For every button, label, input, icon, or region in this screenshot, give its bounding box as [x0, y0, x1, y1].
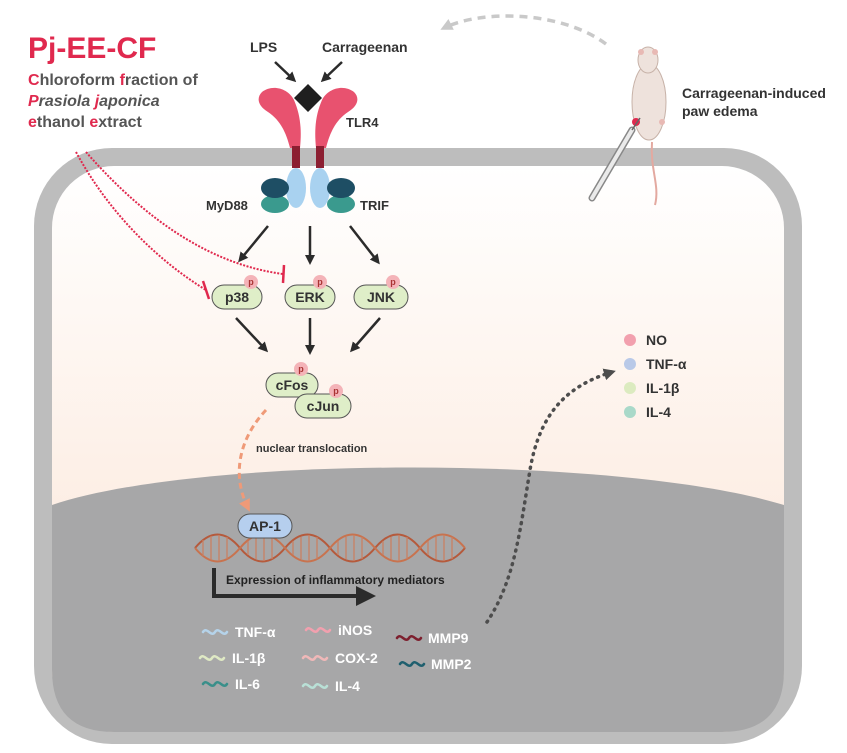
mediator-cox2: COX-2: [301, 650, 378, 666]
svg-text:cJun: cJun: [307, 398, 340, 414]
model-arrow: [440, 14, 608, 46]
translocation-arrow: [237, 408, 268, 512]
extract-line-1: Chloroform fraction of: [28, 72, 198, 89]
legend-tnf: TNF-α: [624, 356, 687, 372]
mediator-tnf: TNF-α: [201, 624, 276, 640]
legend-il4: IL-4: [624, 404, 671, 420]
extract-title: Pj-EE-CF: [28, 32, 156, 65]
svg-text:IL-4: IL-4: [646, 404, 671, 420]
ligand-diamond: [294, 84, 322, 112]
mediator-il6: IL-6: [201, 676, 260, 692]
expression-arrow-head: [356, 586, 376, 606]
myd88-label: MyD88: [206, 198, 248, 213]
extract-line-3: ethanol extract: [28, 114, 143, 131]
svg-text:p: p: [317, 277, 323, 287]
legend-il1b: IL-1β: [624, 380, 680, 396]
svg-text:MMP2: MMP2: [431, 656, 472, 672]
mouse-body: [631, 63, 667, 141]
erk-node: ERK p: [284, 275, 336, 310]
expression-label: Expression of inflammatory mediators: [226, 573, 445, 587]
secretion-arrow: [485, 368, 616, 624]
ap1-node: AP-1: [237, 513, 293, 539]
lps-arrow: [274, 61, 297, 83]
mediator-legend: NO TNF-α IL-1β IL-4: [624, 332, 687, 420]
mapk-arrows: [235, 317, 381, 355]
tlr4-label: TLR4: [346, 115, 379, 130]
tlr4-receptor: [258, 87, 358, 208]
svg-text:iNOS: iNOS: [338, 622, 372, 638]
cell: [34, 148, 802, 744]
svg-text:TNF-α: TNF-α: [235, 624, 276, 640]
mouse-tail: [650, 141, 658, 206]
trif-adaptor: [327, 178, 355, 213]
legend-no: NO: [624, 332, 667, 348]
myd88-adaptor: [261, 178, 289, 213]
inhibit-erk-bar: [281, 264, 286, 284]
mediators: TNF-α IL-1β IL-6 iNOS COX-2 IL-4 MMP9 M: [198, 622, 472, 694]
mediator-mmp2: MMP2: [398, 656, 472, 672]
inhibit-p38-bar: [201, 280, 211, 300]
extract-block: Pj-EE-CF Chloroform fraction of Prasiola…: [28, 32, 198, 131]
svg-text:MMP9: MMP9: [428, 630, 469, 646]
jnk-node: JNK p: [353, 275, 409, 310]
mediator-mmp9: MMP9: [395, 630, 469, 646]
nucleus: [52, 467, 784, 732]
trif-label: TRIF: [360, 198, 389, 213]
svg-text:IL-1β: IL-1β: [646, 380, 680, 396]
svg-text:ERK: ERK: [295, 289, 325, 305]
svg-text:COX-2: COX-2: [335, 650, 378, 666]
svg-text:p: p: [333, 386, 339, 396]
cjun-node: cJun p: [294, 384, 352, 419]
adaptor-arrows: [238, 225, 380, 265]
svg-text:NO: NO: [646, 332, 667, 348]
syringe-icon: [588, 117, 641, 202]
model-label-line-1: Carrageenan-induced: [682, 85, 826, 101]
mediator-inos: iNOS: [304, 622, 372, 638]
mediator-il4: IL-4: [301, 678, 360, 694]
expression-arrow: [212, 568, 360, 598]
svg-text:TNF-α: TNF-α: [646, 356, 687, 372]
svg-text:JNK: JNK: [367, 289, 395, 305]
model-label-line-2: paw edema: [682, 103, 758, 119]
svg-text:AP-1: AP-1: [249, 518, 281, 534]
svg-text:p38: p38: [225, 289, 249, 305]
nuclear-translocation-label: nuclear translocation: [256, 443, 368, 455]
inhibit-erk-line: [85, 151, 284, 275]
dna-helix: [194, 533, 466, 563]
p38-node: p38 p: [211, 275, 263, 310]
inhibit-p38-line: [75, 151, 207, 291]
cfos-node: cFos p: [265, 362, 319, 398]
extract-line-2: Prasiola japonica: [28, 93, 160, 110]
svg-text:p: p: [390, 277, 396, 287]
inhibition-lines: [75, 151, 286, 300]
carrageenan-arrow: [320, 61, 343, 83]
svg-text:cFos: cFos: [276, 377, 309, 393]
carrageenan-label: Carrageenan: [322, 39, 408, 55]
svg-text:IL-1β: IL-1β: [232, 650, 266, 666]
svg-text:p: p: [248, 277, 254, 287]
svg-text:IL-6: IL-6: [235, 676, 260, 692]
mediator-il1b: IL-1β: [198, 650, 266, 666]
lps-label: LPS: [250, 39, 277, 55]
svg-text:p: p: [298, 364, 304, 374]
svg-text:IL-4: IL-4: [335, 678, 360, 694]
